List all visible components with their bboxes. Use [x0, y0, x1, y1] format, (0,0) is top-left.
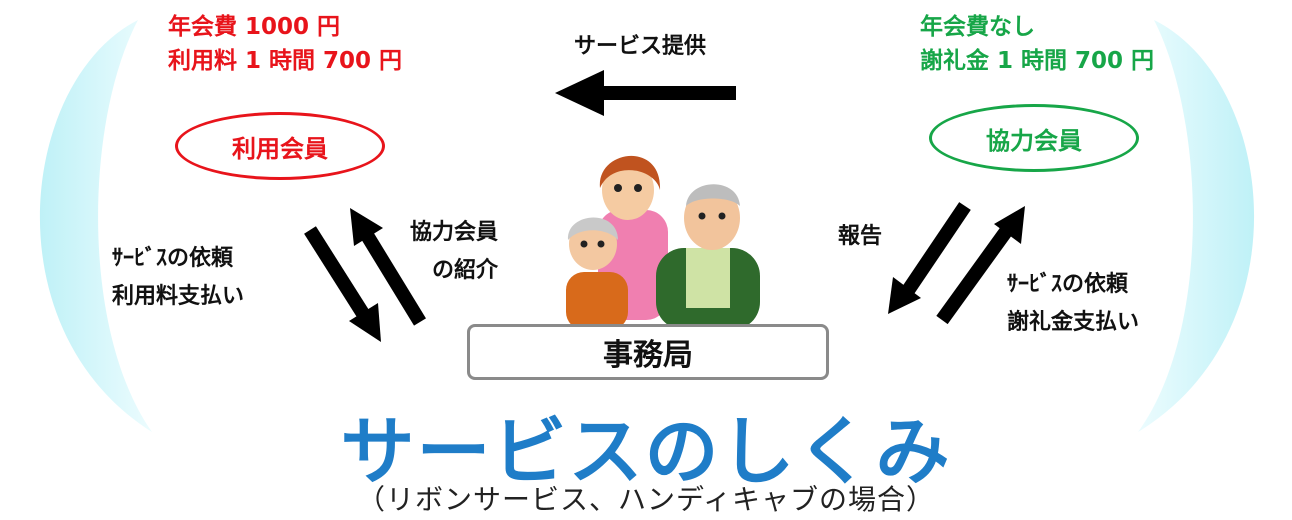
service-provision-label: サービス提供	[574, 34, 707, 59]
request-arrow-left	[304, 226, 373, 324]
service-arrow	[555, 70, 736, 116]
right-request-line1: ｻｰﾋﾞｽの依頼	[1007, 272, 1129, 297]
right-bracket-arc	[1138, 20, 1255, 432]
office-box: 事務局	[467, 324, 829, 380]
cooperating-member-badge: 協力会員	[929, 104, 1139, 172]
report-label: 報告	[838, 224, 883, 249]
cooperating-fees: 年会費なし 謝礼金 1 時間 700 円	[920, 10, 1154, 78]
no-annual-fee-text: 年会費なし	[920, 14, 1035, 40]
left-request-line1: ｻｰﾋﾞｽの依頼	[112, 246, 234, 271]
introduction-line2: の紹介	[432, 258, 499, 283]
user-member-badge: 利用会員	[175, 112, 385, 180]
left-request-line2: 利用料支払い	[112, 284, 245, 309]
honorarium-text: 謝礼金 1 時間 700 円	[920, 48, 1155, 74]
diagram-title: サービスのしくみ	[340, 409, 952, 495]
right-request-label: ｻｰﾋﾞｽの依頼 謝礼金支払い	[1007, 266, 1139, 342]
annual-fee-text: 年会費 1000 円	[168, 14, 341, 40]
diagram-subtitle: （リボンサービス、ハンディキャブの場合）	[356, 483, 936, 516]
report-arrow-right	[901, 202, 971, 296]
left-bracket-arc	[39, 20, 152, 432]
introduction-label: 協力会員 の紹介	[410, 214, 498, 290]
intro-arrow-left	[359, 228, 426, 326]
request-arrow-right	[936, 225, 1013, 325]
user-fees: 年会費 1000 円 利用料 1 時間 700 円	[168, 10, 402, 78]
people-illustration-icon	[566, 155, 760, 330]
left-request-label: ｻｰﾋﾞｽの依頼 利用料支払い	[112, 240, 244, 316]
introduction-line1: 協力会員	[410, 220, 499, 245]
right-request-line2: 謝礼金支払い	[1007, 310, 1140, 335]
usage-fee-text: 利用料 1 時間 700 円	[168, 48, 403, 74]
